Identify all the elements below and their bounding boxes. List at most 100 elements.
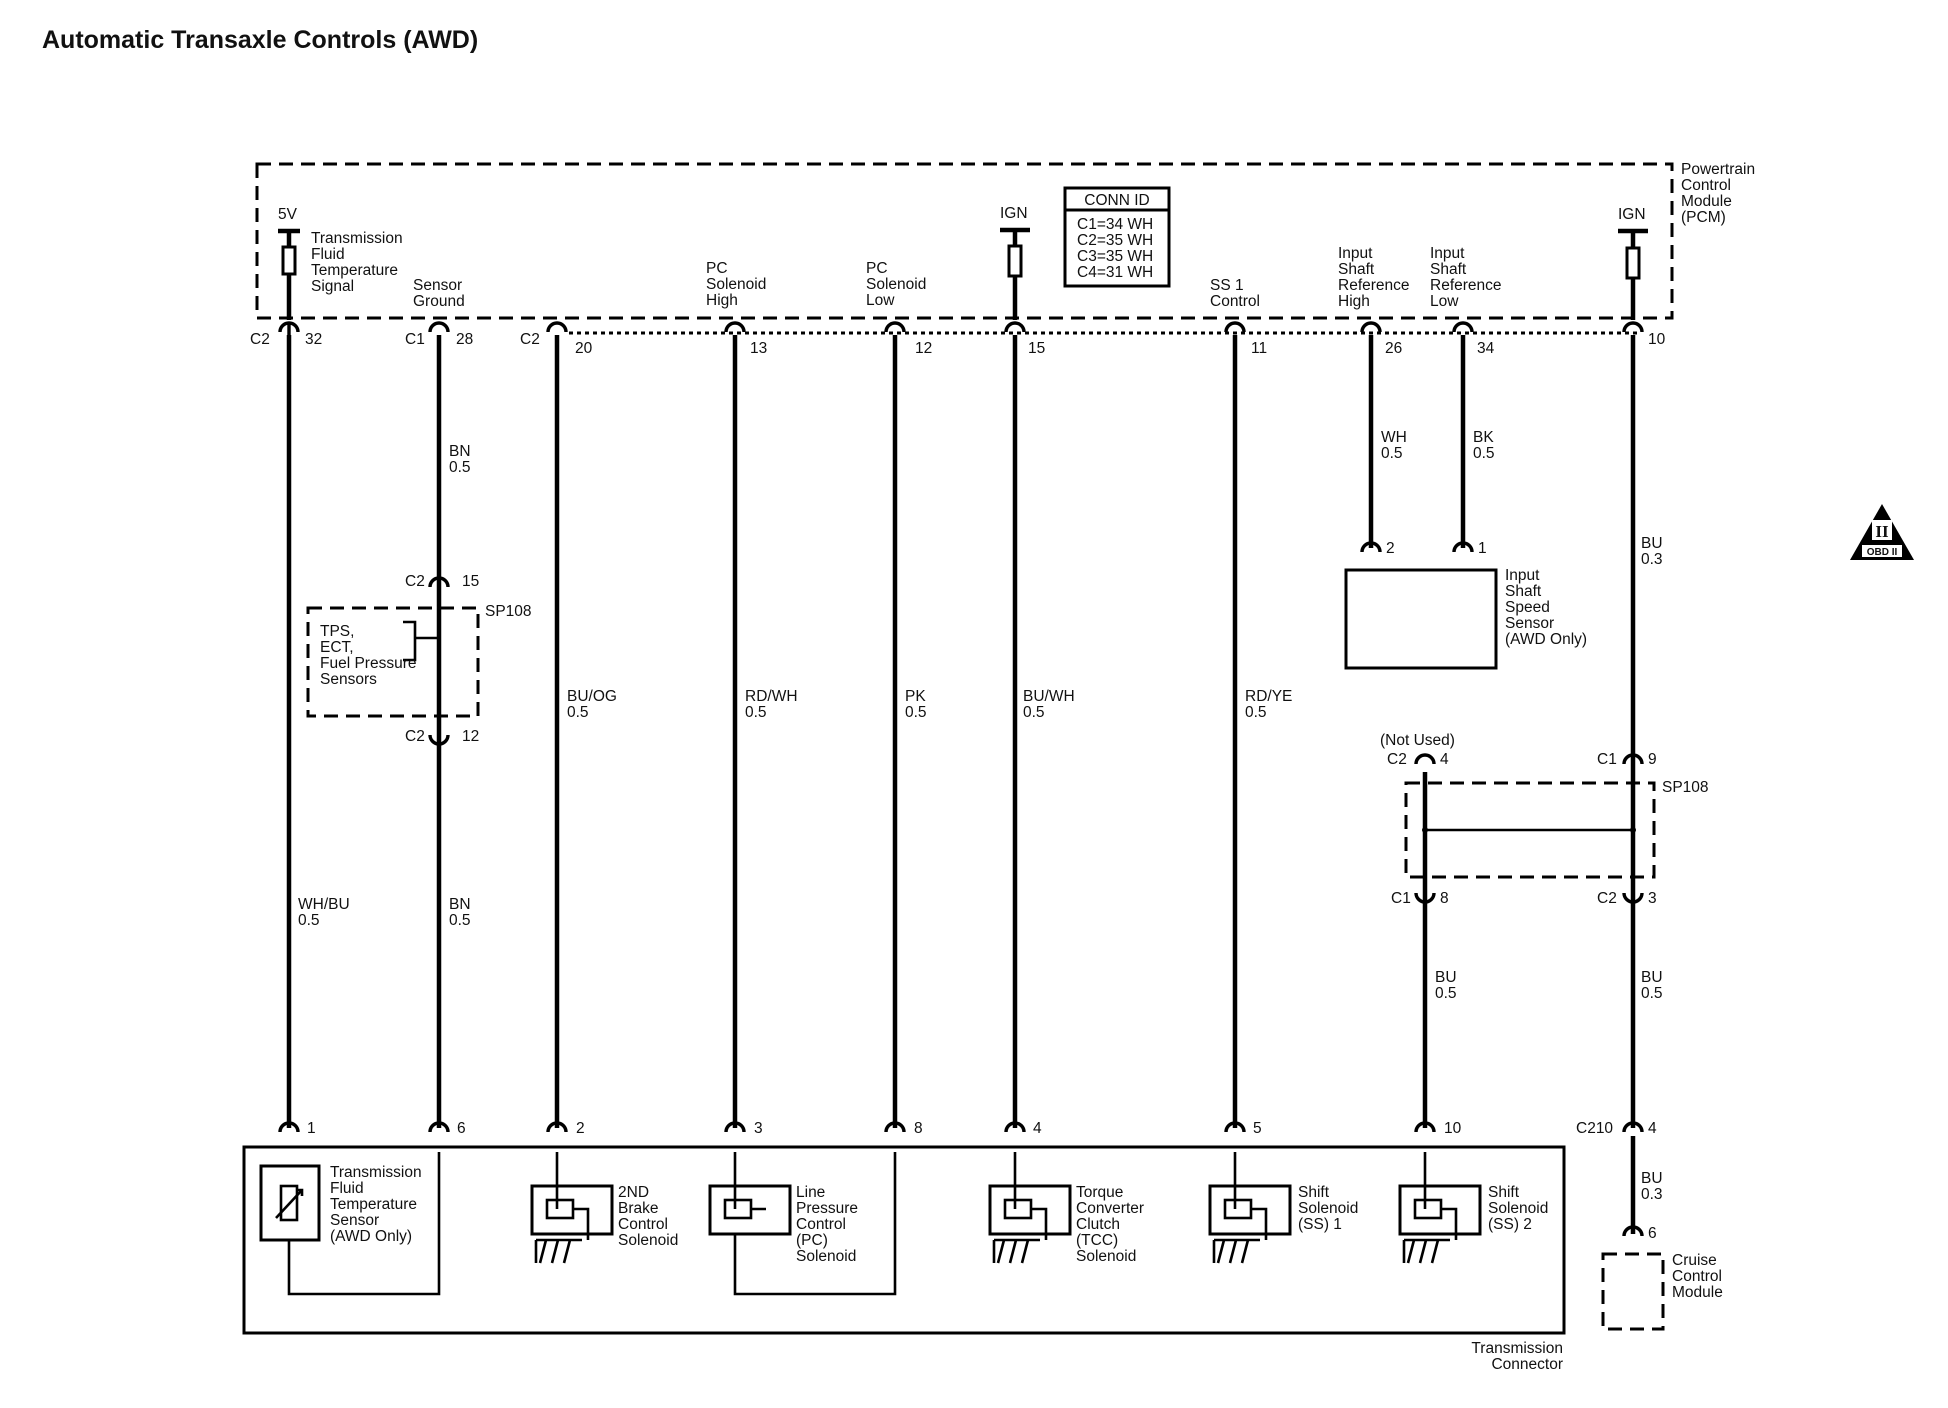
svg-text:Input: Input bbox=[1338, 245, 1373, 262]
svg-text:Fuel Pressure: Fuel Pressure bbox=[320, 655, 416, 672]
svg-text:0.3: 0.3 bbox=[1641, 551, 1663, 568]
conn-id-box: CONN ID C1=34 WH C2=35 WH C3=35 WH C4=31… bbox=[1063, 186, 1171, 288]
svg-text:Solenoid: Solenoid bbox=[1298, 1200, 1358, 1217]
pcm-5v-supply: 5V Transmission Fluid Temperature Signal bbox=[278, 206, 403, 320]
svg-text:3: 3 bbox=[1648, 890, 1657, 907]
svg-text:Shift: Shift bbox=[1298, 1184, 1330, 1201]
svg-text:Shaft: Shaft bbox=[1430, 261, 1467, 278]
pc-solenoid: Line Pressure Control (PC) Solenoid bbox=[708, 1152, 897, 1296]
svg-text:BK: BK bbox=[1473, 429, 1494, 446]
svg-text:(AWD Only): (AWD Only) bbox=[1505, 631, 1587, 648]
svg-text:Torque: Torque bbox=[1076, 1184, 1123, 1201]
svg-text:BU: BU bbox=[1435, 969, 1457, 986]
svg-text:3: 3 bbox=[754, 1120, 763, 1137]
svg-text:2: 2 bbox=[576, 1120, 585, 1137]
pcm-label-4: (PCM) bbox=[1681, 209, 1726, 226]
svg-text:BU: BU bbox=[1641, 535, 1663, 552]
pullup-resistor bbox=[281, 245, 297, 276]
svg-text:Transmission: Transmission bbox=[330, 1164, 422, 1181]
svg-text:C1: C1 bbox=[1597, 751, 1617, 768]
svg-text:ECT,: ECT, bbox=[320, 639, 354, 656]
svg-text:BN: BN bbox=[449, 896, 471, 913]
svg-text:28: 28 bbox=[456, 331, 473, 348]
c210-connector: C210 4 bbox=[1576, 1120, 1657, 1234]
svg-text:Sensor: Sensor bbox=[1505, 615, 1554, 632]
svg-text:0.5: 0.5 bbox=[567, 704, 589, 721]
svg-text:C210: C210 bbox=[1576, 1120, 1613, 1137]
svg-text:Low: Low bbox=[1430, 293, 1459, 310]
svg-text:(AWD Only): (AWD Only) bbox=[330, 1228, 412, 1245]
ss2-solenoid: Shift Solenoid (SS) 2 bbox=[1398, 1152, 1548, 1264]
svg-text:10: 10 bbox=[1444, 1120, 1462, 1137]
svg-text:0.5: 0.5 bbox=[449, 459, 471, 476]
svg-text:(SS) 2: (SS) 2 bbox=[1488, 1216, 1532, 1233]
svg-text:RD/WH: RD/WH bbox=[745, 688, 798, 705]
svg-text:0.5: 0.5 bbox=[449, 912, 471, 929]
svg-text:13: 13 bbox=[750, 340, 767, 357]
svg-text:Sensor: Sensor bbox=[413, 277, 462, 294]
voltage-5v-label: 5V bbox=[278, 206, 298, 223]
conn-id-c1: C1=34 WH bbox=[1077, 216, 1153, 233]
svg-text:0.3: 0.3 bbox=[1641, 1186, 1663, 1203]
svg-text:5: 5 bbox=[1253, 1120, 1262, 1137]
svg-text:0.5: 0.5 bbox=[1023, 704, 1045, 721]
svg-text:15: 15 bbox=[462, 573, 479, 590]
svg-text:Fluid: Fluid bbox=[330, 1180, 364, 1197]
svg-text:Cruise: Cruise bbox=[1672, 1252, 1717, 1269]
svg-text:Solenoid: Solenoid bbox=[866, 276, 926, 293]
svg-text:12: 12 bbox=[915, 340, 932, 357]
svg-text:1: 1 bbox=[307, 1120, 316, 1137]
svg-text:C2: C2 bbox=[1597, 890, 1617, 907]
svg-text:4: 4 bbox=[1033, 1120, 1042, 1137]
svg-text:0.5: 0.5 bbox=[1641, 985, 1663, 1002]
svg-text:BU: BU bbox=[1641, 1170, 1663, 1187]
svg-text:0.5: 0.5 bbox=[905, 704, 927, 721]
svg-text:34: 34 bbox=[1477, 340, 1495, 357]
svg-text:Control: Control bbox=[1210, 293, 1260, 310]
svg-text:TPS,: TPS, bbox=[320, 623, 354, 640]
brake2-solenoid: 2ND Brake Control Solenoid bbox=[530, 1152, 678, 1264]
svg-text:26: 26 bbox=[1385, 340, 1402, 357]
svg-text:1: 1 bbox=[1478, 540, 1487, 557]
svg-text:Control: Control bbox=[796, 1216, 846, 1233]
svg-text:Line: Line bbox=[796, 1184, 825, 1201]
conn-id-c3: C3=35 WH bbox=[1077, 248, 1153, 265]
svg-text:10: 10 bbox=[1648, 331, 1666, 348]
conn-id-c2: C2=35 WH bbox=[1077, 232, 1153, 249]
splice-sp108-right: (Not Used) C2 4 C1 9 SP108 C1 8 C2 3 bbox=[1380, 732, 1709, 907]
svg-text:9: 9 bbox=[1648, 751, 1657, 768]
svg-text:C2: C2 bbox=[1387, 751, 1407, 768]
svg-text:Module: Module bbox=[1672, 1284, 1723, 1301]
svg-text:32: 32 bbox=[305, 331, 322, 348]
svg-text:Pressure: Pressure bbox=[796, 1200, 858, 1217]
svg-text:Transmission: Transmission bbox=[311, 230, 403, 247]
conn-id-c4: C4=31 WH bbox=[1077, 264, 1153, 281]
svg-text:BU/WH: BU/WH bbox=[1023, 688, 1075, 705]
svg-text:Shaft: Shaft bbox=[1338, 261, 1375, 278]
svg-text:C2: C2 bbox=[405, 728, 425, 745]
svg-text:Solenoid: Solenoid bbox=[1488, 1200, 1548, 1217]
svg-text:Fluid: Fluid bbox=[311, 246, 345, 263]
svg-text:4: 4 bbox=[1648, 1120, 1657, 1137]
splice-sp108-left: C2 15 SP108 TPS, ECT, Fuel Pressure Sens… bbox=[306, 573, 532, 746]
svg-text:Connector: Connector bbox=[1491, 1356, 1563, 1373]
svg-text:4: 4 bbox=[1440, 751, 1449, 768]
svg-text:PC: PC bbox=[706, 260, 728, 277]
svg-text:WH/BU: WH/BU bbox=[298, 896, 350, 913]
svg-text:12: 12 bbox=[462, 728, 479, 745]
pcm-label-1: Powertrain bbox=[1681, 161, 1755, 178]
svg-text:BN: BN bbox=[449, 443, 471, 460]
svg-text:Control: Control bbox=[618, 1216, 668, 1233]
conn-id-title: CONN ID bbox=[1084, 192, 1149, 209]
svg-text:20: 20 bbox=[575, 340, 593, 357]
svg-text:C2: C2 bbox=[520, 331, 540, 348]
svg-text:C1: C1 bbox=[1391, 890, 1411, 907]
svg-text:0.5: 0.5 bbox=[1381, 445, 1403, 462]
svg-text:II: II bbox=[1875, 522, 1889, 541]
svg-text:Solenoid: Solenoid bbox=[706, 276, 766, 293]
svg-text:Temperature: Temperature bbox=[330, 1196, 417, 1213]
svg-text:C2: C2 bbox=[405, 573, 425, 590]
svg-text:BU/OG: BU/OG bbox=[567, 688, 617, 705]
svg-text:Solenoid: Solenoid bbox=[1076, 1248, 1136, 1265]
